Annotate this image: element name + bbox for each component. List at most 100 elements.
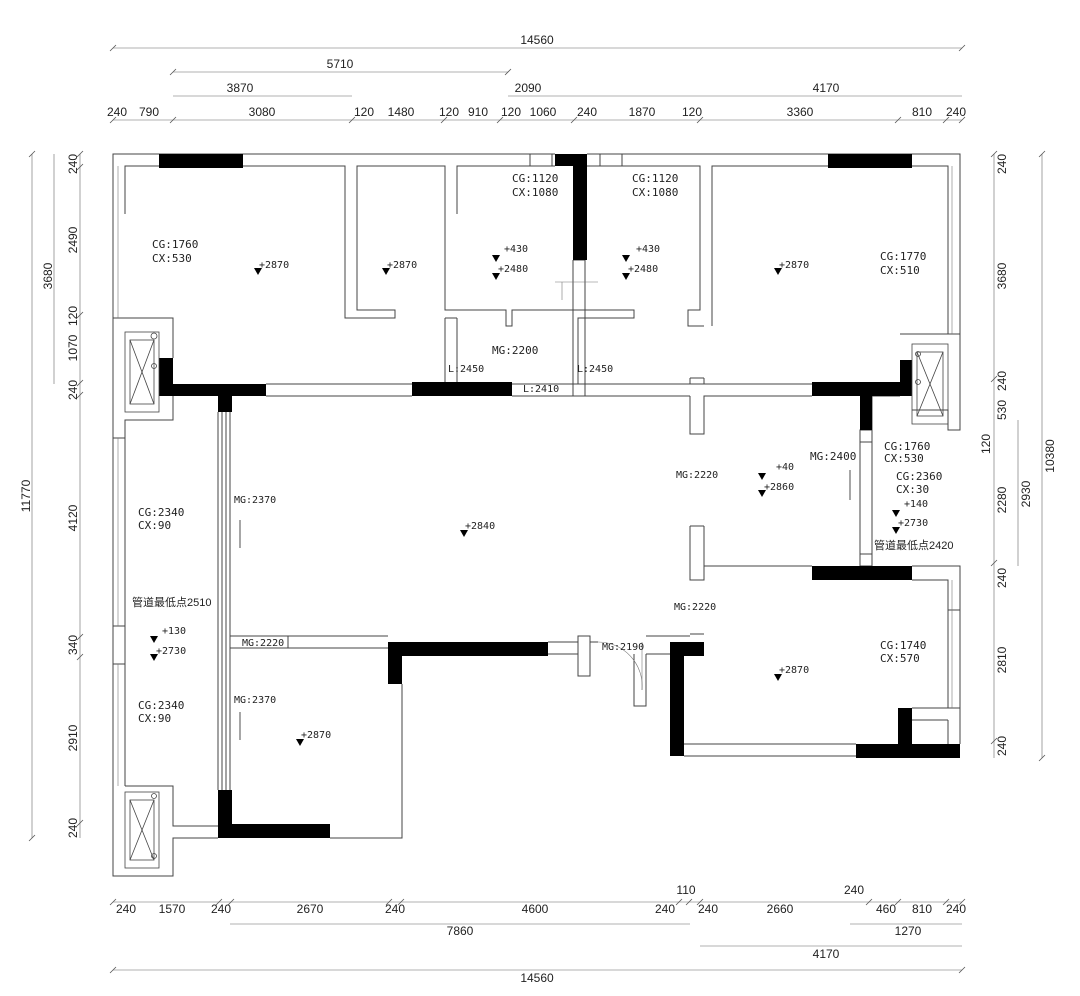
elevation-markers: +2870 +2870 +430 +2480 +430 +2480 +2870 … [150, 244, 928, 746]
door-height-label: MG:2220 [674, 602, 716, 613]
dim-left-seg: 240 [66, 154, 80, 174]
dim-bottom-seg: 240 [385, 902, 405, 916]
elevation-marker: +2870 [382, 260, 417, 275]
dim-top-seg: 120 [501, 105, 521, 119]
dim-bottom-seg: 1570 [159, 902, 186, 916]
dim-bottom-seg: 240 [844, 883, 864, 897]
window-sill-label: CX:570 [880, 652, 920, 665]
dim-left-3680: 3680 [41, 262, 55, 289]
window-sill-label: CX:90 [138, 712, 171, 725]
dim-top-3870: 3870 [227, 81, 254, 95]
door-height-label: MG:2400 [810, 450, 856, 463]
washer-icon [124, 791, 160, 869]
dim-right-seg: 2280 [995, 486, 1009, 513]
dim-bottom-seg: 240 [698, 902, 718, 916]
dim-right-seg: 120 [979, 434, 993, 454]
dimension-ticks [28, 44, 1046, 974]
beam-label: L:2410 [523, 384, 559, 395]
svg-text:+2730: +2730 [156, 646, 186, 657]
window-height-label: CG:1770 [880, 250, 926, 263]
elevation-marker: +40 [758, 462, 794, 480]
dim-top-seg: 910 [468, 105, 488, 119]
window-sill-label: CX:510 [880, 264, 920, 277]
dim-right-seg: 240 [995, 154, 1009, 174]
window-height-label: CG:2340 [138, 699, 184, 712]
solid-walls [159, 154, 960, 838]
svg-text:+2870: +2870 [259, 260, 289, 271]
dim-bottom-seg: 4600 [522, 902, 549, 916]
window-sill-label: CX:1080 [632, 186, 678, 199]
dim-top-seg: 1870 [629, 105, 656, 119]
dim-top-seg: 240 [577, 105, 597, 119]
dim-left-overall: 11770 [19, 479, 33, 512]
window-height-label: CG:2360 [896, 470, 942, 483]
door-height-label: MG:2370 [234, 495, 276, 506]
dim-top-seg: 810 [912, 105, 932, 119]
beam-label: L:2450 [448, 364, 484, 375]
dim-left-seg: 2490 [66, 226, 80, 253]
window-sill-label: CX:90 [138, 519, 171, 532]
dim-top-4170: 4170 [813, 81, 840, 95]
dim-right-seg: 3680 [995, 262, 1009, 289]
dim-left-seg: 2910 [66, 724, 80, 751]
dim-bottom-seg: 240 [211, 902, 231, 916]
top-dimensions: 14560 5710 2090 3870 4170 240 790 3080 1… [107, 33, 966, 119]
door-marks [239, 470, 851, 740]
elevation-marker: +2840 [460, 521, 495, 537]
window-sill-label: CX:1080 [512, 186, 558, 199]
elevation-marker: +140 [892, 499, 928, 517]
elevation-marker: +130 [150, 626, 186, 643]
dim-top-seg: 1480 [388, 105, 415, 119]
elevation-marker: +2730 [892, 518, 928, 534]
elevation-marker: +2480 [622, 264, 658, 280]
window-height-label: CG:1760 [152, 238, 198, 251]
dim-left-seg: 340 [66, 635, 80, 655]
dim-right-overall: 10380 [1043, 439, 1057, 473]
elevation-marker: +2860 [758, 482, 794, 497]
door-height-label: MG:2200 [492, 344, 538, 357]
dim-left-seg: 1070 [66, 334, 80, 361]
svg-text:+40: +40 [776, 462, 794, 473]
svg-text:+2870: +2870 [779, 665, 809, 676]
room-labels: CG:1760 CX:530 CG:1120 CX:1080 CG:1120 C… [132, 172, 953, 725]
svg-text:+2480: +2480 [498, 264, 528, 275]
svg-text:+130: +130 [162, 626, 186, 637]
elevation-marker: +430 [622, 244, 660, 262]
window-height-label: CG:1760 [884, 440, 930, 453]
elevation-marker: +2730 [150, 646, 186, 661]
dim-bottom-seg: 2670 [297, 902, 324, 916]
elevation-marker: +430 [492, 244, 528, 262]
door-height-label: MG:2220 [242, 638, 284, 649]
dim-right-seg: 240 [995, 736, 1009, 756]
dim-bottom-seg: 240 [655, 902, 675, 916]
svg-text:+2870: +2870 [387, 260, 417, 271]
svg-text:+2870: +2870 [301, 730, 331, 741]
svg-text:+2840: +2840 [465, 521, 495, 532]
dim-left-seg: 120 [66, 306, 80, 326]
door-height-label: MG:2190 [602, 642, 644, 653]
wall-outlines [112, 153, 961, 877]
dim-bottom-seg: 240 [946, 902, 966, 916]
dim-bottom-seg: 810 [912, 902, 932, 916]
dim-top-5710: 5710 [327, 57, 354, 71]
dim-top-seg: 240 [107, 105, 127, 119]
pipe-lowest-label: 管道最低点2510 [132, 595, 211, 609]
dim-right-seg: 530 [995, 400, 1009, 420]
elevation-marker: +2870 [254, 260, 289, 275]
svg-text:+2730: +2730 [898, 518, 928, 529]
left-dimensions: 11770 3680 240 2490 120 1070 240 4120 34… [19, 154, 80, 838]
dim-right-seg: 240 [995, 568, 1009, 588]
dim-top-seg: 120 [439, 105, 459, 119]
window-sill-label: CX:530 [884, 452, 924, 465]
washer-icon [911, 343, 949, 425]
dim-left-seg: 240 [66, 818, 80, 838]
svg-text:+2480: +2480 [628, 264, 658, 275]
svg-text:+140: +140 [904, 499, 928, 510]
dim-top-2090: 2090 [515, 81, 542, 95]
svg-text:+430: +430 [504, 244, 528, 255]
dim-right-seg: 2810 [995, 646, 1009, 673]
dim-top-seg: 3360 [787, 105, 814, 119]
svg-text:+2870: +2870 [779, 260, 809, 271]
door-height-label: MG:2220 [676, 470, 718, 481]
